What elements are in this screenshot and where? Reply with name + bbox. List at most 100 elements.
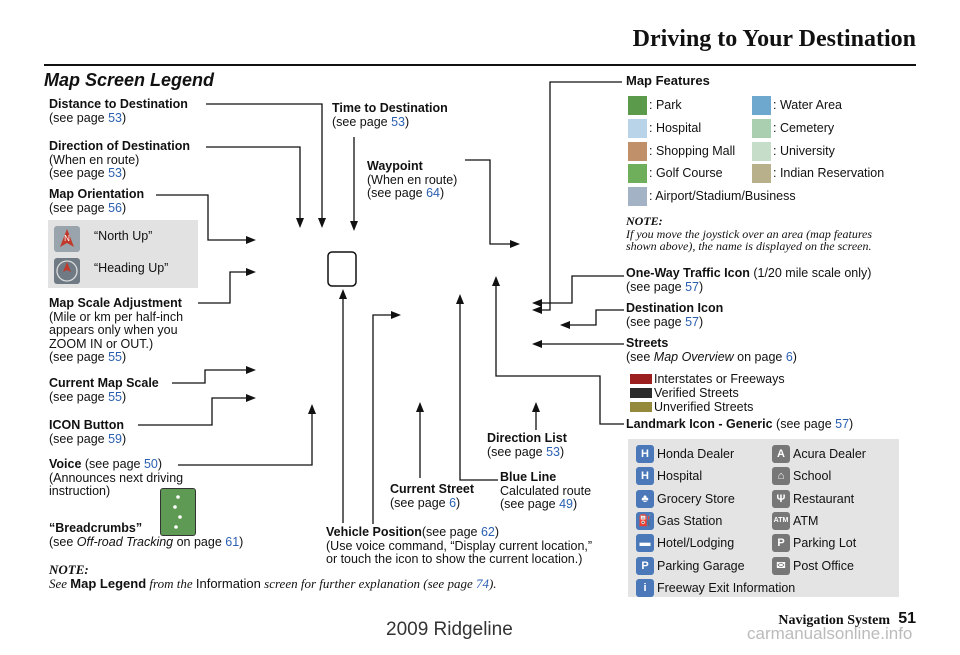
direction-page-link[interactable]: 53 xyxy=(108,166,122,180)
gas-icon: ⛽ xyxy=(636,511,654,530)
map-feature-label: : Shopping Mall xyxy=(649,144,736,158)
direction-list-label: Direction List (see page 53) xyxy=(487,431,567,459)
current-scale-page-link[interactable]: 55 xyxy=(108,389,122,404)
map-feature-swatch xyxy=(752,96,771,115)
vehicle-position-page-link[interactable]: 62 xyxy=(480,525,495,539)
streets-label: Streets (see Map Overview on page 6) xyxy=(626,336,797,364)
map-feature-swatch xyxy=(628,119,647,138)
section-name: Navigation System xyxy=(778,613,890,628)
icon-button-page-link[interactable]: 59 xyxy=(108,431,122,446)
parking-icon: P xyxy=(772,534,790,553)
distance-page-link[interactable]: 53 xyxy=(108,110,122,125)
landmark-icon-label: Landmark Icon - Generic (see page 57) xyxy=(626,417,854,431)
poi-legend-panel xyxy=(628,439,899,597)
icon-button-label: ICON Button (see page 59) xyxy=(49,418,127,446)
landmark-page-link[interactable]: 57 xyxy=(835,417,850,431)
parking-garage-icon: P xyxy=(636,556,654,575)
grocery-icon: ♣ xyxy=(636,489,654,508)
breadcrumbs-icon xyxy=(160,488,196,536)
footer-page-link[interactable]: 74 xyxy=(475,576,489,591)
map-feature-swatch xyxy=(628,187,647,206)
current-map-scale-label: Current Map Scale (see page 55) xyxy=(49,376,159,404)
map-feature-swatch xyxy=(628,164,647,183)
street-type-swatch xyxy=(630,374,652,384)
street-type-label: Verified Streets xyxy=(654,386,739,400)
poi-label: Acura Dealer xyxy=(793,447,866,461)
poi-label: Honda Dealer xyxy=(657,447,735,461)
current-street-page-link[interactable]: 6 xyxy=(449,495,457,510)
north-up-label: “North Up” xyxy=(94,229,153,243)
streets-page-link[interactable]: 6 xyxy=(785,349,793,364)
acura-icon: A xyxy=(772,445,790,463)
map-feature-swatch xyxy=(628,96,647,115)
distance-to-destination-label: Distance to Destination (see page 53) xyxy=(49,97,188,125)
map-feature-label: : Airport/Stadium/Business xyxy=(649,189,796,203)
watermark-site: carmanualsonline.info xyxy=(747,624,913,643)
map-feature-label: : Park xyxy=(649,98,682,112)
poi-label: ATM xyxy=(793,513,819,528)
page-header-title: Driving to Your Destination xyxy=(632,26,916,52)
breadcrumbs-page-link[interactable]: 61 xyxy=(225,534,240,549)
voice-label: Voice (see page 50) (Announces next driv… xyxy=(49,457,184,498)
restaurant-icon: Ψ xyxy=(772,489,790,508)
current-street-label: Current Street (see page 6) xyxy=(390,482,475,510)
map-feature-label: : Water Area xyxy=(773,98,843,112)
orientation-page-link[interactable]: 56 xyxy=(108,200,122,215)
page-number: 51 xyxy=(898,610,916,627)
map-feature-label: : Golf Course xyxy=(649,166,723,180)
blue-line-label: Blue Line Calculated route (see page 49) xyxy=(500,470,592,511)
poi-label: Hospital xyxy=(657,469,703,484)
svg-text:N: N xyxy=(64,234,70,243)
poi-label: Grocery Store xyxy=(657,491,735,506)
info-icon: i xyxy=(636,578,654,597)
time-to-destination-label: Time to Destination (see page 53) xyxy=(332,101,448,129)
post-office-icon: ✉ xyxy=(772,556,790,575)
destination-icon-page-link[interactable]: 57 xyxy=(685,314,699,329)
map-feature-swatch xyxy=(752,164,771,183)
map-features-title: Map Features xyxy=(626,73,710,88)
breadcrumbs-label: “Breadcrumbs” (see Off-road Tracking on … xyxy=(49,521,244,549)
voice-page-link[interactable]: 50 xyxy=(143,457,158,471)
watermark-model: 2009 Ridgeline xyxy=(386,619,513,640)
street-type-label: Interstates or Freeways xyxy=(654,372,785,386)
waypoint-label: Waypoint (When en route) (see page 64) xyxy=(367,159,458,200)
poi-label: Parking Garage xyxy=(657,558,745,573)
poi-label: Gas Station xyxy=(657,513,723,528)
poi-label: Post Office xyxy=(793,558,854,573)
scale-adjustment-page-link[interactable]: 55 xyxy=(108,350,122,364)
map-feature-swatch xyxy=(628,142,647,161)
street-type-swatch xyxy=(630,388,652,398)
atm-icon: ATM xyxy=(772,511,790,530)
blue-line-page-link[interactable]: 49 xyxy=(559,497,573,511)
vehicle-position-label: Vehicle Position(see page 62) (Use voice… xyxy=(326,525,593,566)
map-feature-swatch xyxy=(752,142,771,161)
heading-up-label: “Heading Up” xyxy=(94,261,169,275)
street-type-swatch xyxy=(630,402,652,412)
map-feature-label: : Hospital xyxy=(649,121,702,135)
map-features-note: NOTE: If you move the joystick over an a… xyxy=(626,214,873,253)
orientation-panel: N “North Up” “Heading Up” xyxy=(48,220,198,288)
street-type-label: Unverified Streets xyxy=(654,400,754,414)
map-feature-swatch xyxy=(752,119,771,138)
map-feature-label: : University xyxy=(773,144,835,158)
one-way-page-link[interactable]: 57 xyxy=(685,279,699,294)
map-feature-label: : Indian Reservation xyxy=(773,166,885,180)
poi-label: Hotel/Lodging xyxy=(657,536,735,551)
destination-icon-label: Destination Icon (see page 57) xyxy=(626,301,724,329)
poi-label: Freeway Exit Information xyxy=(657,580,796,595)
footer-note: NOTE: See Map Legend from the Informatio… xyxy=(49,562,497,591)
north-up-icon: N xyxy=(54,226,80,252)
map-scale-adjustment-label: Map Scale Adjustment (Mile or km per hal… xyxy=(49,296,184,364)
time-page-link[interactable]: 53 xyxy=(391,114,405,129)
one-way-traffic-icon-label: One-Way Traffic Icon (1/20 mile scale on… xyxy=(626,266,872,294)
hotel-icon: ▬ xyxy=(636,534,654,553)
poi-label: Restaurant xyxy=(793,491,855,506)
map-feature-label: : Cemetery xyxy=(773,121,835,135)
header-rule xyxy=(44,64,916,66)
direction-of-destination-label: Direction of Destination (When en route)… xyxy=(49,139,190,180)
direction-list-page-link[interactable]: 53 xyxy=(546,444,560,459)
poi-label: School xyxy=(793,469,832,484)
H-dealer-icon: H xyxy=(636,445,654,463)
waypoint-page-link[interactable]: 64 xyxy=(426,186,440,200)
